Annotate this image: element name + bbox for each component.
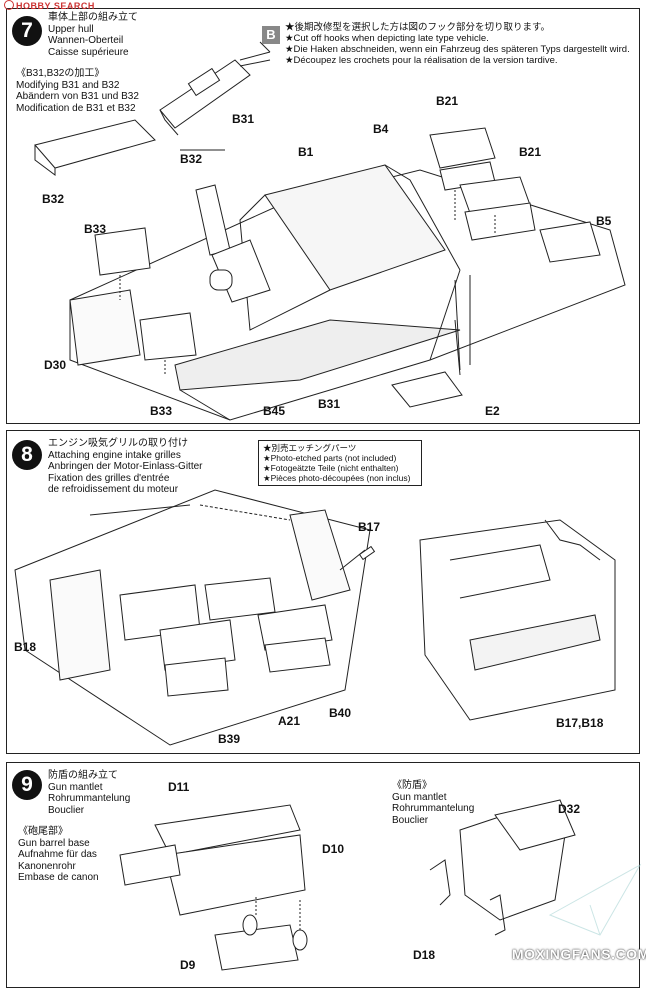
- part-label-b17: B17: [358, 520, 381, 534]
- part-label-d9: D9: [180, 958, 196, 972]
- part-label-b45: B45: [263, 404, 286, 418]
- b31-b32-detail-drawing: [34, 41, 271, 176]
- part-label-b33-top: B33: [84, 222, 107, 236]
- part-label-b39: B39: [218, 732, 241, 746]
- part-label-b40: B40: [329, 706, 352, 720]
- step9-subtitle: 《砲尾部》 Gun barrel base Aufnahme für das K…: [18, 826, 99, 883]
- paper-plane-watermark-icon: [548, 863, 642, 936]
- step7-title: 車体上部の組み立て Upper hull Wannen-Oberteil Cai…: [48, 12, 138, 58]
- gun-mantlet-drawing: [119, 804, 308, 971]
- moxingfans-watermark: MOXINGFANS.COM: [512, 946, 646, 962]
- part-label-b21-right: B21: [519, 145, 542, 159]
- part-label-b21-top: B21: [436, 94, 459, 108]
- step7-subtitle: 《B31,B32の加工》 Modifying B31 and B32 Abänd…: [16, 68, 139, 114]
- step9-title: 防盾の組み立て Gun mantlet Rohrummantelung Bouc…: [48, 770, 131, 816]
- part-label-b33-bottom: B33: [150, 404, 173, 418]
- mantlet-shield-drawing: [429, 799, 576, 936]
- step9-mantlet-label: 《防盾》 Gun mantlet Rohrummantelung Bouclie…: [392, 780, 475, 826]
- part-label-d30: D30: [44, 358, 67, 372]
- step-number-9: 9: [12, 770, 42, 800]
- part-label-b31-bottom: B31: [318, 397, 341, 411]
- part-label-b32-mid: B32: [180, 152, 203, 166]
- part-label-b17-b18: B17,B18: [556, 716, 604, 730]
- step-number-8: 8: [12, 440, 42, 470]
- engine-deck-drawing: [14, 489, 376, 746]
- step7-note: ★後期改修型を選択した方は図のフック部分を切り取ります。 ★Cut off ho…: [285, 22, 630, 66]
- part-label-d32: D32: [558, 802, 581, 816]
- step8-photo-etched-note: ★別売エッチングパーツ ★Photo-etched parts (not inc…: [258, 440, 422, 486]
- part-label-b1: B1: [298, 145, 314, 159]
- rear-deck-detail-drawing: [419, 519, 616, 721]
- part-label-b5: B5: [596, 214, 612, 228]
- part-label-e2: E2: [485, 404, 500, 418]
- note-letter-badge: B: [262, 26, 280, 44]
- part-label-d11: D11: [168, 780, 190, 794]
- part-label-b18: B18: [14, 640, 37, 654]
- part-label-b32-left: B32: [42, 192, 65, 206]
- part-label-d10: D10: [322, 842, 345, 856]
- part-label-a21: A21: [278, 714, 301, 728]
- part-label-b31-top: B31: [232, 112, 255, 126]
- hobby-search-watermark: HOBBY SEARCH: [4, 0, 95, 11]
- hobby-search-icon: [4, 0, 14, 10]
- step-number-7: 7: [12, 16, 42, 46]
- step8-title: エンジン吸気グリルの取り付け Attaching engine intake g…: [48, 438, 203, 495]
- part-label-d18: D18: [413, 948, 436, 962]
- part-label-b4: B4: [373, 122, 389, 136]
- upper-hull-drawing: [69, 127, 626, 421]
